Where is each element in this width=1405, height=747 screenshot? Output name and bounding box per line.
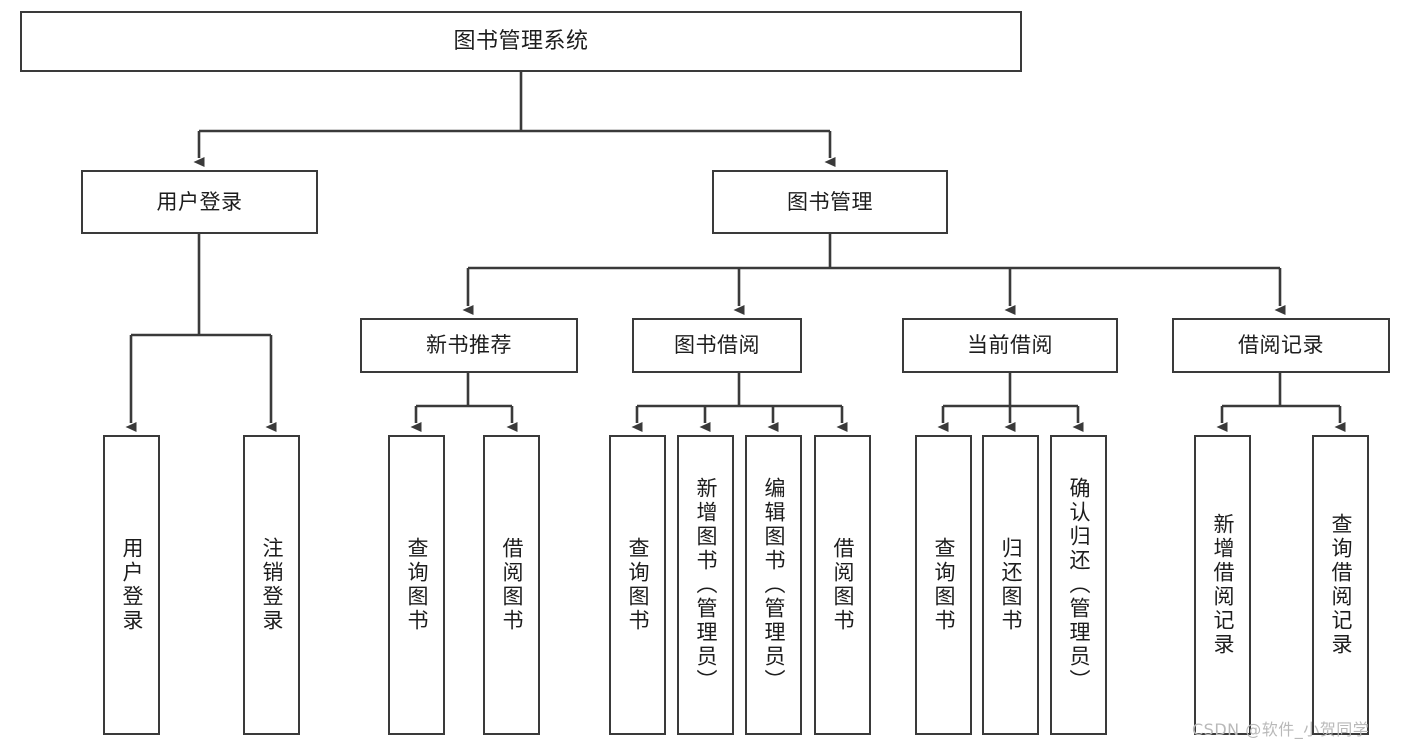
node-label: 查询图书: [626, 537, 650, 633]
leaf-borrow-add-book-admin[interactable]: 新增图书（管理员）: [677, 435, 734, 735]
leaf-current-return-book[interactable]: 归还图书: [982, 435, 1039, 735]
node-borrow-record[interactable]: 借阅记录: [1172, 318, 1390, 373]
node-label: 用户登录: [120, 537, 144, 633]
node-label: 借阅图书: [831, 537, 855, 633]
node-label: 新增图书（管理员）: [694, 477, 718, 693]
leaf-borrow-borrow-book[interactable]: 借阅图书: [814, 435, 871, 735]
node-label: 查询图书: [405, 537, 429, 633]
leaf-record-add-record[interactable]: 新增借阅记录: [1194, 435, 1251, 735]
leaf-recommend-query-book[interactable]: 查询图书: [388, 435, 445, 735]
node-label: 确认归还（管理员）: [1067, 477, 1091, 693]
node-label: 图书借阅: [674, 333, 760, 358]
node-label: 借阅记录: [1238, 333, 1324, 358]
node-label: 查询借阅记录: [1329, 513, 1353, 657]
leaf-user-logout[interactable]: 注销登录: [243, 435, 300, 735]
node-label: 查询图书: [932, 537, 956, 633]
leaf-record-query-record[interactable]: 查询借阅记录: [1312, 435, 1369, 735]
node-label: 新书推荐: [426, 333, 512, 358]
leaf-borrow-query-book[interactable]: 查询图书: [609, 435, 666, 735]
leaf-recommend-borrow-book[interactable]: 借阅图书: [483, 435, 540, 735]
node-label: 当前借阅: [967, 333, 1053, 358]
node-label: 新增借阅记录: [1211, 513, 1235, 657]
leaf-current-query-book[interactable]: 查询图书: [915, 435, 972, 735]
csdn-watermark: CSDN @软件_小贺同学: [1192, 720, 1370, 739]
node-new-book-recommend[interactable]: 新书推荐: [360, 318, 578, 373]
node-label: 编辑图书（管理员）: [762, 477, 786, 693]
node-label: 图书管理系统: [453, 28, 589, 54]
node-book-borrow[interactable]: 图书借阅: [632, 318, 802, 373]
node-current-borrow[interactable]: 当前借阅: [902, 318, 1118, 373]
node-user-login[interactable]: 用户登录: [81, 170, 318, 234]
node-label: 注销登录: [260, 537, 284, 633]
node-book-management[interactable]: 图书管理: [712, 170, 948, 234]
node-label: 归还图书: [999, 537, 1023, 633]
leaf-user-login[interactable]: 用户登录: [103, 435, 160, 735]
leaf-borrow-edit-book-admin[interactable]: 编辑图书（管理员）: [745, 435, 802, 735]
node-label: 用户登录: [156, 189, 243, 214]
leaf-current-confirm-return-admin[interactable]: 确认归还（管理员）: [1050, 435, 1107, 735]
node-label: 图书管理: [787, 189, 873, 214]
node-root-system[interactable]: 图书管理系统: [20, 11, 1022, 72]
node-label: 借阅图书: [500, 537, 524, 633]
